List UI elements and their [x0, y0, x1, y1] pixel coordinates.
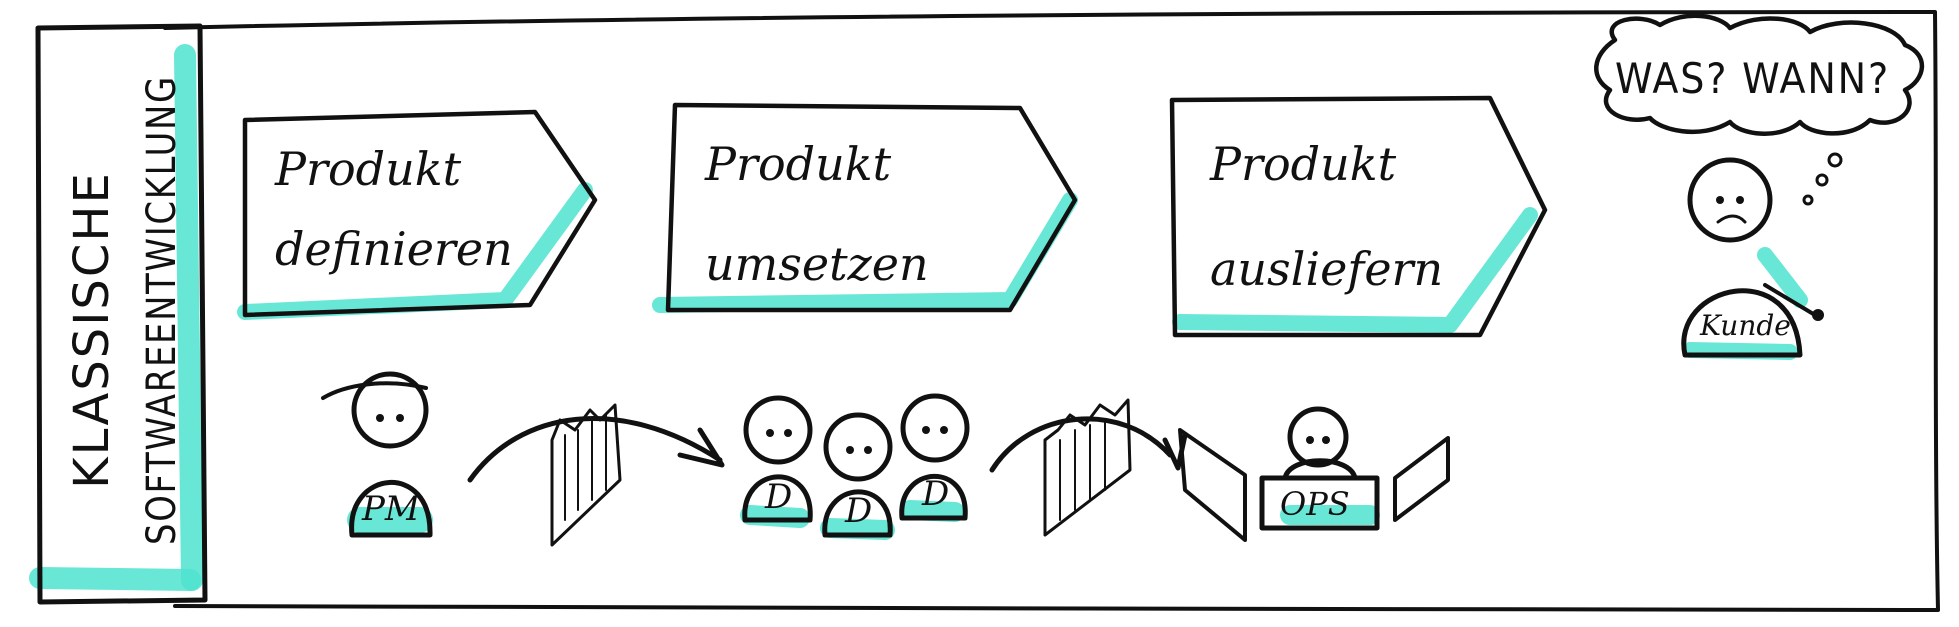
dev-figure-2: D [820, 412, 895, 540]
side-title-box: KLASSISCHE SOFTWAREENTWICKLUNG [29, 23, 208, 605]
dev-label-1: D [764, 477, 792, 517]
customer-figure: WAS? WANN? Kunde [1594, 13, 1925, 360]
side-title-line1: KLASSISCHE [64, 171, 120, 489]
step-ship: Produkt ausliefern [1169, 95, 1548, 338]
step-define-line1: Produkt [274, 142, 462, 196]
thought-text: WAS? WANN? [1615, 54, 1890, 103]
ops-label: OPS [1280, 485, 1350, 523]
dev-label-3: D [921, 474, 949, 514]
step-build-line2: umsetzen [705, 237, 929, 291]
step-build: Produkt umsetzen [652, 102, 1078, 313]
step-ship-line1: Produkt [1209, 137, 1397, 191]
side-title-line2: SOFTWAREENTWICKLUNG [139, 75, 185, 545]
step-ship-line2: ausliefern [1210, 242, 1443, 296]
dev-figure-3: D [899, 393, 970, 522]
dev-label-2: D [844, 491, 872, 531]
ops-figure: OPS [1178, 406, 1450, 542]
handoff-arrow-2 [989, 398, 1188, 537]
pm-label: PM [361, 489, 421, 529]
step-build-line1: Produkt [704, 137, 892, 191]
pm-figure: PM [321, 371, 433, 538]
customer-label: Kunde [1699, 309, 1791, 342]
step-define: Produkt definieren [237, 109, 598, 320]
step-define-line2: definieren [275, 222, 513, 276]
handoff-arrow-1 [467, 403, 725, 547]
outer-frame [163, 10, 1940, 613]
dev-figure-1: D [740, 395, 813, 528]
